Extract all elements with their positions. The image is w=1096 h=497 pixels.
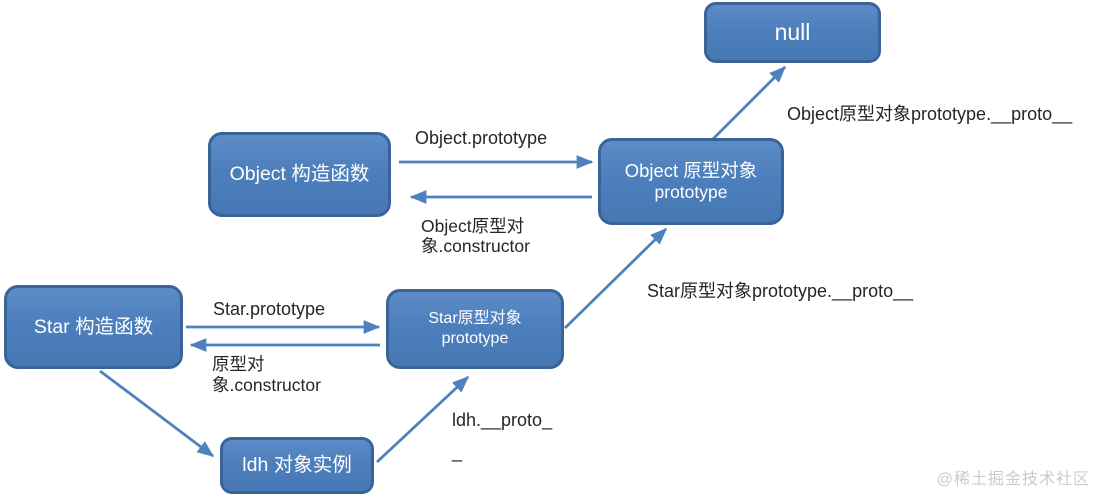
node-ldh-instance-label: ldh 对象实例 (242, 454, 352, 477)
node-star-prototype-line2: prototype (441, 330, 509, 347)
edge-label-object-constructor-line2: 象.constructor (421, 236, 530, 256)
node-star-constructor-label: Star 构造函数 (33, 315, 154, 338)
edge-label-star-constructor-line1: 原型对 (212, 354, 265, 374)
node-ldh-instance: ldh 对象实例 (220, 437, 374, 494)
edge-label-object-constructor: Object原型对 象.constructor (421, 216, 530, 256)
node-null-label: null (774, 19, 811, 46)
node-star-constructor: Star 构造函数 (4, 285, 183, 369)
node-star-prototype-line1: Star原型对象 (428, 310, 522, 327)
arrow-star-to-ldh (99, 369, 215, 458)
arrow-ldh-to-starprototype (376, 375, 470, 464)
watermark: @稀土掘金技术社区 (936, 471, 1090, 488)
node-null: null (704, 2, 881, 63)
edge-label-star-constructor-line2: 象.constructor (212, 375, 321, 395)
node-object-prototype-line2: prototype (654, 182, 728, 203)
node-object-constructor-label: Object 构造函数 (229, 163, 370, 186)
edge-label-ldh-proto-line1: ldh.__proto_ (452, 410, 553, 430)
node-object-prototype: Object 原型对象 prototype (598, 138, 784, 225)
arrow-objectprototype-to-null (710, 66, 786, 142)
edge-label-ldh-proto: ldh.__proto_ _ (452, 410, 552, 463)
node-object-prototype-line1: Object 原型对象 (624, 160, 758, 181)
node-object-constructor: Object 构造函数 (208, 132, 391, 217)
edge-label-object-proto-chain: Object原型对象prototype.__proto__ (787, 104, 1073, 124)
edge-label-ldh-proto-line2: _ (452, 441, 463, 462)
edge-label-star-proto-chain: Star原型对象prototype.__proto__ (647, 281, 914, 301)
edge-label-star-constructor: 原型对 象.constructor (212, 354, 321, 396)
edge-label-star-prototype: Star.prototype (213, 299, 326, 319)
edge-label-object-constructor-line1: Object原型对 (421, 216, 525, 236)
node-star-prototype: Star原型对象 prototype (386, 289, 564, 369)
edge-label-object-prototype: Object.prototype (415, 128, 548, 148)
arrow-starprototype-to-objectprototype (564, 228, 667, 329)
